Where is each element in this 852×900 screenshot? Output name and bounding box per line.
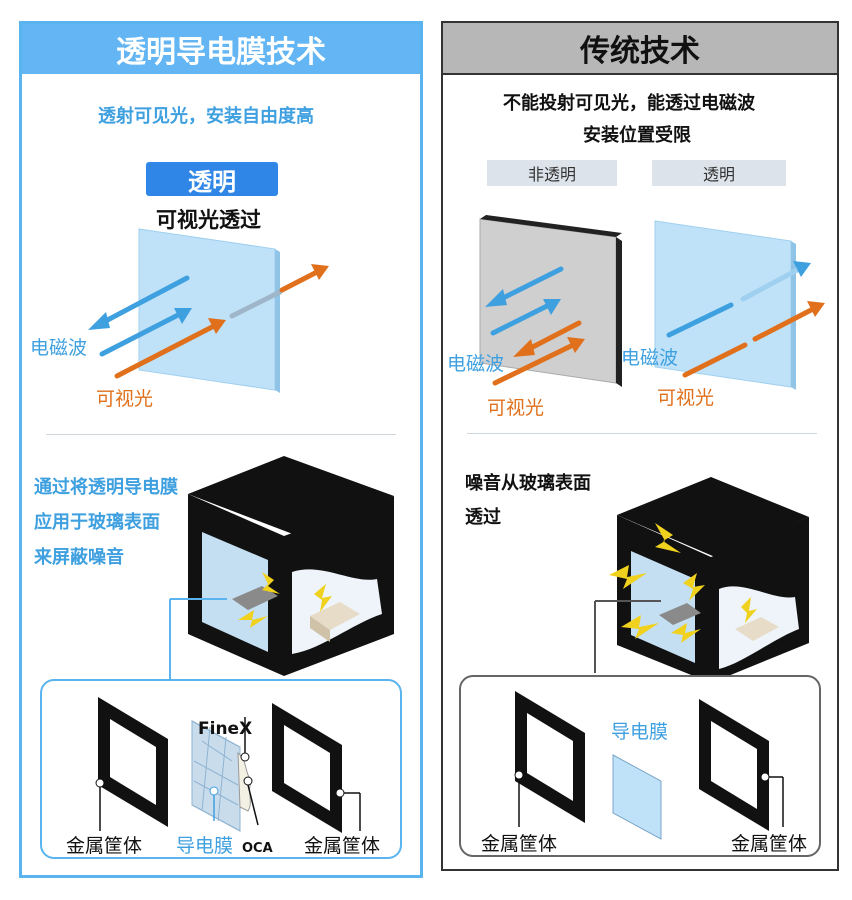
right-panel-title: 传统技术: [443, 23, 837, 75]
right-noise-line-2: 透过: [465, 507, 501, 528]
left-panel-title: 透明导电膜技术: [22, 24, 420, 74]
left-shield-cube: [169, 456, 394, 684]
transparent-badge: 透明: [146, 162, 278, 196]
right-film-label: 导电膜: [611, 721, 669, 743]
left-noise-line-2: 应用于玻璃表面: [34, 512, 160, 533]
left-divider: [46, 434, 396, 435]
right-shield-cube: [594, 477, 809, 683]
transparent-tag: 透明: [652, 160, 786, 186]
right-detail-box: 导电膜 金属筐体 金属筐体: [459, 675, 821, 857]
right-em-wave-label-1: 电磁波: [447, 353, 505, 375]
right-visible-light-label-2: 可视光: [657, 387, 715, 409]
left-visible-light-label: 可视光: [96, 388, 154, 410]
right-housing-label-2: 金属筐体: [731, 833, 808, 855]
left-em-wave-label: 电磁波: [30, 337, 88, 359]
left-detail-box: FineX 导电膜 OCA 金属筐体 金属筐体: [40, 679, 402, 859]
left-noise-line-1: 通过将透明导电膜: [34, 477, 178, 498]
left-housing-label-2: 金属筐体: [304, 835, 381, 857]
left-noise-lightning-icon: [262, 572, 280, 594]
right-subtitle-line-1: 不能投射可见光，能透过电磁波: [503, 93, 755, 114]
right-divider: [467, 433, 817, 434]
left-film-label: 导电膜: [176, 835, 234, 857]
left-noise-text: 通过将透明导电膜 应用于玻璃表面 来屏蔽噪音: [34, 470, 178, 575]
oca-label: OCA: [242, 841, 273, 856]
visible-light-pass-caption: 可视光透过: [156, 208, 261, 232]
right-em-wave-label-2: 电磁波: [621, 347, 679, 369]
left-housing-label-1: 金属筐体: [66, 835, 143, 857]
left-panel: 透明导电膜技术 透射可见光，安装自由度高 透明 可视光透过 电磁波 可视光 通过…: [19, 21, 423, 878]
glass-edge: [275, 249, 280, 393]
left-subtitle: 透射可见光，安装自由度高: [98, 106, 314, 127]
left-layer-diagram: [95, 697, 361, 833]
right-subtitle-line-2: 安装位置受限: [583, 125, 691, 146]
right-noise-lightning-icon: [655, 523, 681, 553]
em-wave-arrows: [88, 275, 192, 357]
right-layer-diagram: [514, 691, 784, 840]
finex-label: FineX: [198, 719, 253, 739]
right-panel: 传统技术 不能投射可见光，能透过电磁波 安装位置受限 非透明 透明: [441, 21, 839, 871]
left-noise-line-3: 来屏蔽噪音: [34, 547, 124, 568]
transparent-glass-diagram: [88, 228, 329, 393]
right-noise-line-1: 噪音从玻璃表面: [465, 473, 591, 494]
right-noise-text: 噪音从玻璃表面 透过: [465, 467, 591, 535]
visible-light-arrows: [114, 264, 329, 379]
right-housing-label-1: 金属筐体: [481, 833, 558, 855]
right-visible-light-label-1: 可视光: [487, 397, 545, 419]
traditional-glass-diagram: [479, 215, 825, 390]
opaque-tag: 非透明: [487, 160, 617, 186]
